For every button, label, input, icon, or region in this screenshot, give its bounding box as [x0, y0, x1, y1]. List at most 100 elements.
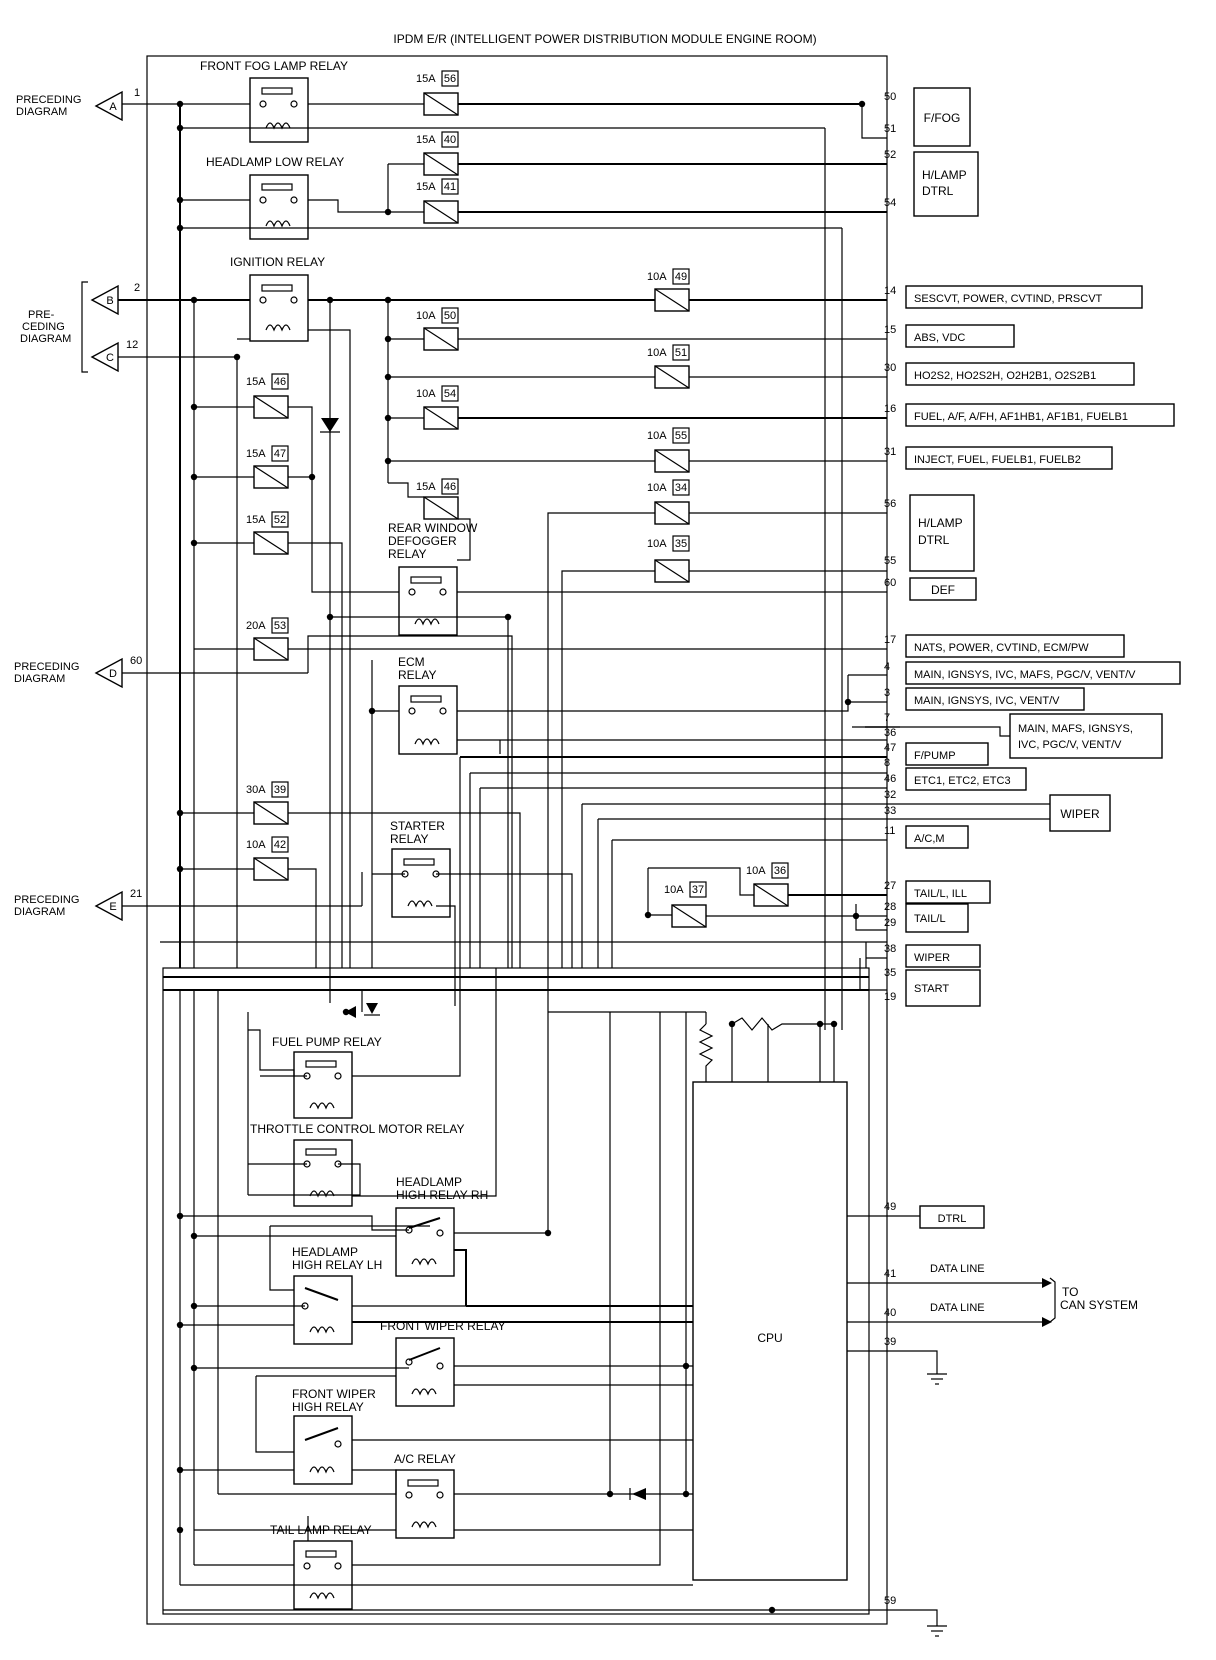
- svg-text:50: 50: [444, 310, 456, 322]
- svg-text:35: 35: [884, 967, 896, 979]
- fuse-50: 10A 50: [416, 307, 459, 351]
- svg-text:39: 39: [274, 784, 286, 796]
- svg-text:55: 55: [675, 430, 687, 442]
- svg-text:31: 31: [884, 446, 896, 458]
- svg-text:MAIN, MAFS, IGNSYS,IVC, PGC/V,: MAIN, MAFS, IGNSYS,IVC, PGC/V, VENT/V: [1018, 723, 1133, 751]
- svg-text:10A: 10A: [746, 865, 766, 877]
- svg-text:7: 7: [884, 712, 890, 724]
- connector-b-letter: B: [106, 295, 113, 307]
- svg-text:29: 29: [884, 917, 896, 929]
- fuse-40: 15A 40: [416, 131, 459, 176]
- svg-text:52: 52: [884, 149, 896, 161]
- svg-text:TAIL/L: TAIL/L: [914, 913, 946, 925]
- svg-text:17: 17: [884, 634, 896, 646]
- svg-text:38: 38: [884, 943, 896, 955]
- svg-text:47: 47: [274, 448, 286, 460]
- svg-text:4: 4: [884, 661, 890, 673]
- svg-text:WIPER: WIPER: [1060, 807, 1100, 821]
- svg-text:10A: 10A: [647, 347, 667, 359]
- svg-text:ABS, VDC: ABS, VDC: [914, 332, 965, 344]
- svg-text:15A: 15A: [416, 181, 436, 193]
- fuse-56: 15A 56: [416, 70, 459, 116]
- svg-text:39: 39: [884, 1336, 896, 1348]
- svg-text:40: 40: [444, 134, 456, 146]
- svg-text:36: 36: [884, 727, 896, 739]
- connector-d-letter: D: [109, 668, 117, 680]
- fuse-42: 10A 42: [246, 836, 289, 881]
- svg-text:15A: 15A: [246, 376, 266, 388]
- svg-text:42: 42: [274, 839, 286, 851]
- svg-text:55: 55: [884, 555, 896, 567]
- svg-text:THROTTLE CONTROL MOTOR RELAY: THROTTLE CONTROL MOTOR RELAY: [250, 1122, 464, 1136]
- svg-text:MAIN, IGNSYS, IVC, VENT/V: MAIN, IGNSYS, IVC, VENT/V: [914, 695, 1060, 707]
- fuse-36: 10A 36: [746, 862, 789, 907]
- svg-text:A/C,M: A/C,M: [914, 833, 945, 845]
- svg-text:FRONT FOG LAMP RELAY: FRONT FOG LAMP RELAY: [200, 59, 348, 73]
- fuse-51: 10A 51: [647, 344, 690, 389]
- svg-text:10A: 10A: [416, 388, 436, 400]
- svg-text:30A: 30A: [246, 784, 266, 796]
- fuse-49: 10A 49: [647, 268, 690, 312]
- svg-text:10A: 10A: [664, 884, 684, 896]
- fuse-39: 30A 39: [246, 781, 289, 825]
- svg-text:54: 54: [444, 388, 456, 400]
- svg-text:10A: 10A: [647, 430, 667, 442]
- svg-text:52: 52: [274, 514, 286, 526]
- svg-text:60: 60: [884, 577, 896, 589]
- svg-text:28: 28: [884, 901, 896, 913]
- front-fog-lamp-relay: FRONT FOG LAMP RELAY: [200, 59, 348, 143]
- svg-text:IGNITION RELAY: IGNITION RELAY: [230, 255, 325, 269]
- svg-text:8: 8: [884, 757, 890, 769]
- svg-text:37: 37: [692, 884, 704, 896]
- svg-text:59: 59: [884, 1595, 896, 1607]
- svg-text:15A: 15A: [246, 448, 266, 460]
- svg-text:46: 46: [274, 376, 286, 388]
- svg-text:3: 3: [884, 687, 890, 699]
- svg-text:14: 14: [884, 285, 896, 297]
- junction-dots: [176, 100, 866, 1614]
- fuse-34: 10A 34: [647, 479, 690, 525]
- svg-text:10A: 10A: [416, 310, 436, 322]
- svg-text:35: 35: [675, 538, 687, 550]
- fuse-37: 10A 37: [664, 881, 707, 928]
- connector-b-pin: 2: [134, 282, 140, 294]
- svg-text:MAIN, IGNSYS, IVC, MAFS, PGC/V: MAIN, IGNSYS, IVC, MAFS, PGC/V, VENT/V: [914, 669, 1136, 681]
- fuse-47: 15A 47: [246, 445, 289, 489]
- svg-text:32: 32: [884, 789, 896, 801]
- ac-relay: A/C RELAY: [394, 1452, 456, 1539]
- svg-text:54: 54: [884, 197, 896, 209]
- svg-text:F/PUMP: F/PUMP: [914, 750, 956, 762]
- fuse-46-upper: 15A 46: [416, 478, 459, 520]
- fuel-pump-relay: FUEL PUMP RELAY: [272, 1035, 382, 1119]
- svg-text:10A: 10A: [647, 271, 667, 283]
- svg-text:53: 53: [274, 620, 286, 632]
- connector-e-letter: E: [109, 901, 116, 913]
- fuse-53: 20A 53: [246, 617, 289, 661]
- svg-text:NATS, POWER, CVTIND, ECM/PW: NATS, POWER, CVTIND, ECM/PW: [914, 642, 1089, 654]
- svg-text:33: 33: [884, 805, 896, 817]
- connector-c-letter: C: [106, 352, 114, 364]
- svg-text:30: 30: [884, 362, 896, 374]
- cpu-section-outline: [162, 967, 870, 1615]
- svg-text:HEADLAMP LOW RELAY: HEADLAMP LOW RELAY: [206, 155, 344, 169]
- svg-text:27: 27: [884, 880, 896, 892]
- svg-text:10A: 10A: [246, 839, 266, 851]
- svg-text:41: 41: [444, 181, 456, 193]
- svg-text:56: 56: [444, 73, 456, 85]
- connector-c-pin: 12: [126, 339, 138, 351]
- svg-text:DATA LINE: DATA LINE: [930, 1302, 985, 1314]
